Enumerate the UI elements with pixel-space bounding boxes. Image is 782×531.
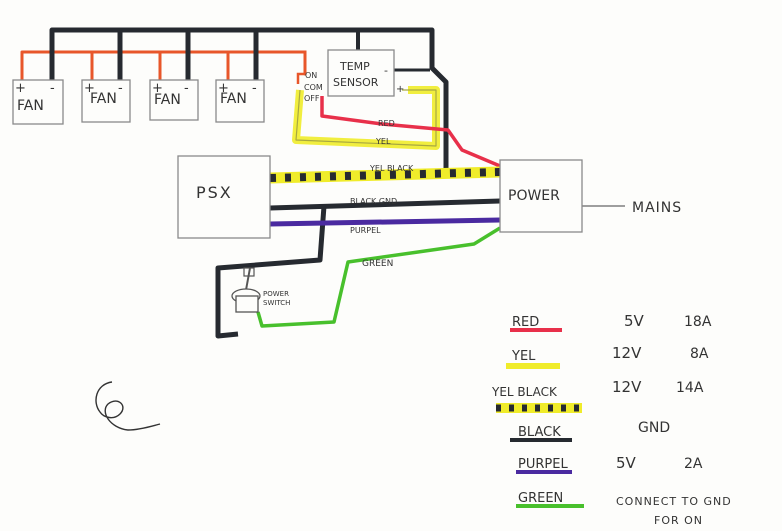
legend-label-yel: YEL bbox=[511, 349, 536, 364]
legend-row-green: GREEN CONNECT TO GND FOR ON bbox=[516, 491, 732, 527]
switch-off-label: OFF bbox=[304, 94, 320, 103]
fan-plus-label: + bbox=[218, 81, 229, 96]
switch-com-label: COM bbox=[304, 83, 323, 92]
psx-box: PSX bbox=[177, 155, 271, 239]
mains-label: MAINS bbox=[632, 200, 682, 216]
fan-4: + - FAN bbox=[215, 79, 265, 123]
legend-current-yel: 8A bbox=[690, 346, 709, 362]
legend-row-red: RED 5V 18A bbox=[510, 312, 712, 332]
legend-label-purpel: PURPEL bbox=[518, 457, 568, 472]
psx-label: PSX bbox=[196, 183, 233, 202]
legend-current-red: 18A bbox=[684, 314, 712, 330]
temp-sensor-plus: + bbox=[396, 84, 404, 95]
legend-row-purpel: PURPEL 5V 2A bbox=[516, 454, 703, 474]
fan-minus-label: - bbox=[118, 81, 123, 96]
legend-row-black: BLACK GND bbox=[510, 420, 670, 442]
wire-label-purpel: PURPEL bbox=[350, 226, 381, 235]
temp-sensor-line1: TEMP bbox=[339, 60, 370, 73]
power-switch-line2: SWITCH bbox=[263, 299, 290, 307]
power-label: POWER bbox=[508, 188, 560, 204]
orange-fan-wire bbox=[20, 50, 307, 76]
black-switch-wire bbox=[215, 205, 327, 339]
legend-label-red: RED bbox=[512, 315, 539, 330]
wire-label-yel: YEL bbox=[375, 137, 391, 146]
legend-current-green-2: FOR ON bbox=[654, 514, 703, 527]
legend-row-yel: YEL 12V 8A bbox=[506, 344, 709, 369]
fan-label: FAN bbox=[220, 91, 247, 107]
wire-label-black-gnd: BLACK GND bbox=[350, 197, 397, 206]
black-fan-rail bbox=[49, 27, 449, 178]
yellow-black-wire bbox=[269, 166, 501, 184]
switch-lever bbox=[245, 267, 251, 291]
purple-wire bbox=[269, 217, 501, 227]
fan-plus-label: + bbox=[15, 81, 26, 96]
wire-label-green: GREEN bbox=[362, 259, 393, 269]
fan-minus-label: - bbox=[50, 81, 55, 96]
wire-label-yel-black: YEL BLACK bbox=[369, 164, 414, 173]
legend: RED 5V 18A YEL 12V 8A YEL BLACK 12V 14A … bbox=[491, 312, 732, 527]
power-box: POWER bbox=[499, 159, 583, 233]
switch-lever-tip bbox=[243, 267, 255, 277]
legend-current-purpel: 2A bbox=[684, 456, 703, 472]
fan-minus-label: - bbox=[184, 81, 189, 96]
legend-voltage-purpel: 5V bbox=[616, 454, 637, 472]
green-wire bbox=[256, 226, 501, 328]
temp-sensor: TEMP SENSOR - + bbox=[327, 49, 404, 97]
fan-plus-label: + bbox=[152, 81, 163, 96]
fan-plus-label: + bbox=[84, 81, 95, 96]
legend-voltage-yel-black: 12V bbox=[612, 378, 642, 396]
legend-current-green: CONNECT TO GND bbox=[616, 495, 732, 508]
orange-to-switch bbox=[296, 72, 305, 84]
temp-sensor-line2: SENSOR bbox=[333, 76, 379, 89]
black-gnd-wire bbox=[269, 198, 501, 211]
fan-label: FAN bbox=[17, 98, 44, 114]
switch-on-label: ON bbox=[305, 71, 317, 80]
signature bbox=[95, 381, 161, 431]
legend-label-yel-black: YEL BLACK bbox=[491, 385, 558, 399]
legend-row-yel-black: YEL BLACK 12V 14A bbox=[491, 378, 704, 413]
fan-2: + - FAN bbox=[81, 79, 131, 123]
red-wire bbox=[320, 96, 501, 168]
legend-label-black: BLACK bbox=[518, 425, 561, 440]
legend-voltage-yel: 12V bbox=[612, 344, 642, 362]
wire-label-red: RED bbox=[378, 119, 395, 128]
yellow-wire-core bbox=[295, 89, 437, 147]
legend-current-black: GND bbox=[638, 420, 670, 436]
fan-label: FAN bbox=[154, 92, 181, 108]
temp-sensor-minus: - bbox=[384, 64, 388, 77]
legend-voltage-red: 5V bbox=[624, 312, 645, 330]
power-switch: POWER SWITCH bbox=[231, 267, 290, 313]
fan-minus-label: - bbox=[252, 81, 257, 96]
fan-1: + - FAN bbox=[12, 79, 64, 125]
fan-label: FAN bbox=[90, 91, 117, 107]
fan-3: + - FAN bbox=[149, 79, 199, 121]
legend-label-green: GREEN bbox=[518, 491, 563, 506]
power-switch-line1: POWER bbox=[263, 290, 289, 298]
legend-current-yel-black: 14A bbox=[676, 380, 704, 396]
